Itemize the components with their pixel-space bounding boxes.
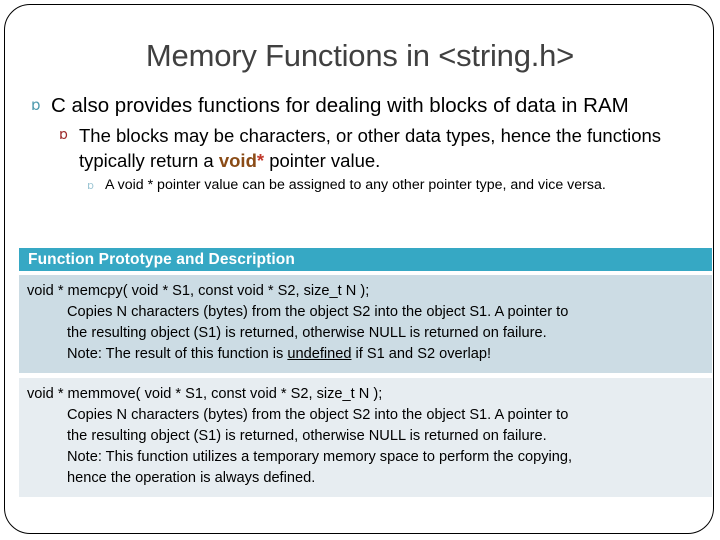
fleuron-bullet-pale-icon: ɒ	[87, 179, 94, 192]
function-note: Note: This function utilizes a temporary…	[27, 447, 704, 468]
keyword-void: void	[218, 150, 257, 171]
table-header: Function Prototype and Description	[19, 248, 712, 271]
bullet-list: ɒ C also provides functions for dealing …	[5, 93, 713, 195]
function-description-line: the resulting object (S1) is returned, o…	[67, 428, 547, 444]
function-description-line: hence the operation is always defined.	[67, 470, 316, 486]
function-prototype: void * memmove( void * S1, const void * …	[27, 386, 383, 402]
slide-frame: Memory Functions in <string.h> ɒ C also …	[4, 4, 714, 534]
note-prefix: Note: The result of this function is	[67, 346, 288, 362]
bullet-level1: ɒ C also provides functions for dealing …	[31, 93, 713, 119]
function-description-line: the resulting object (S1) is returned, o…	[67, 325, 547, 341]
table-row: void * memcpy( void * S1, const void * S…	[19, 275, 712, 373]
fleuron-bullet-teal-icon: ɒ	[31, 96, 41, 114]
page-title: Memory Functions in <string.h>	[145, 38, 575, 73]
bullet-level2-text: The blocks may be characters, or other d…	[79, 123, 713, 173]
fleuron-bullet-maroon-icon: ɒ	[59, 127, 68, 143]
note-suffix: if S1 and S2 overlap!	[351, 346, 492, 362]
bullet-level2: ɒ The blocks may be characters, or other…	[59, 123, 713, 173]
note-prefix: Note: This function utilizes a temporary…	[67, 449, 573, 465]
note-underlined-word: undefined	[287, 346, 352, 362]
function-description-line: Copies N characters (bytes) from the obj…	[67, 304, 569, 320]
bullet-level3-text: A void * pointer value can be assigned t…	[105, 177, 606, 193]
function-note: Note: The result of this function is und…	[27, 344, 704, 365]
bullet-level3: ɒ A void * pointer value can be assigned…	[87, 176, 713, 195]
bullet-level1-text: C also provides functions for dealing wi…	[51, 94, 629, 117]
bullet-level2-text-part2: pointer value.	[264, 150, 381, 171]
keyword-star: *	[256, 150, 265, 171]
function-prototype: void * memcpy( void * S1, const void * S…	[27, 283, 370, 299]
function-table: Function Prototype and Description void …	[19, 248, 712, 497]
bullet-level2-text-part1: The blocks may be characters, or other d…	[79, 125, 662, 171]
function-description-line: Copies N characters (bytes) from the obj…	[67, 407, 569, 423]
table-row: void * memmove( void * S1, const void * …	[19, 378, 712, 497]
